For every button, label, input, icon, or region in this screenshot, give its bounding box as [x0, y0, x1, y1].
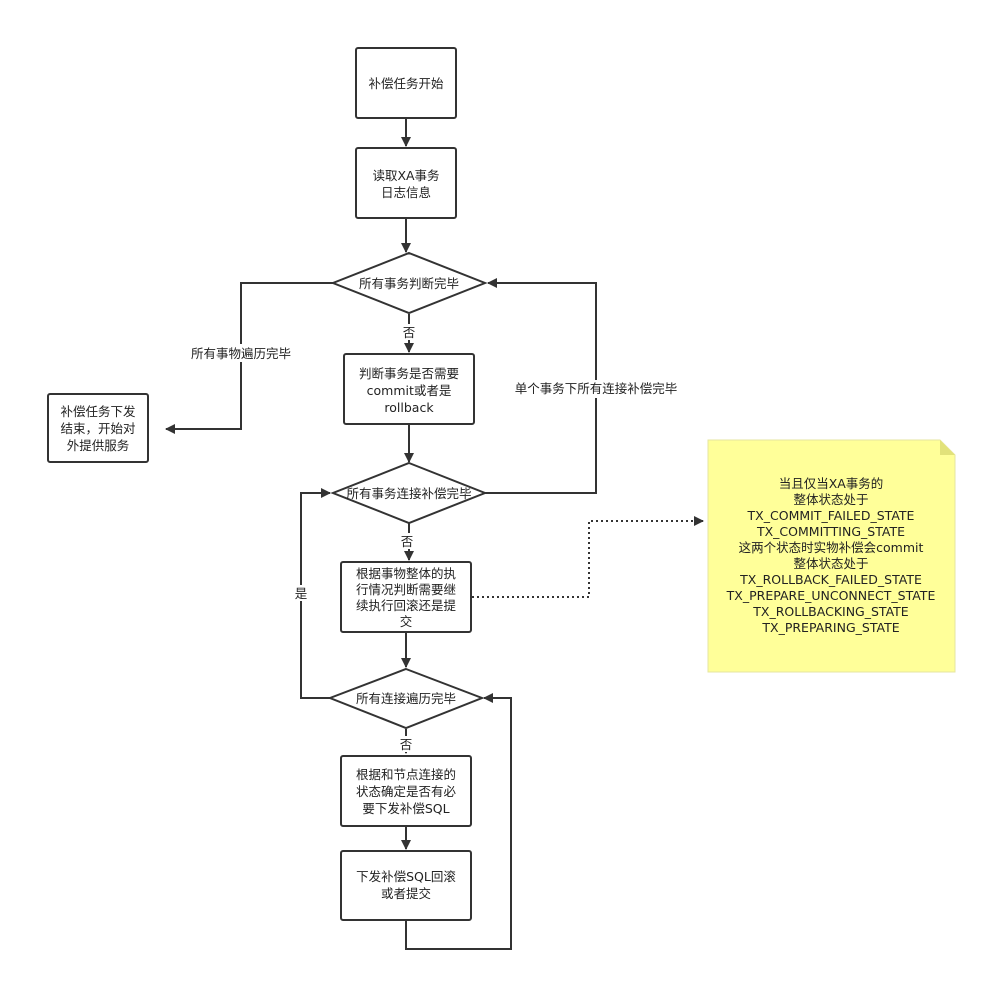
note-line: 整体状态处于 [793, 556, 868, 571]
sticky-note: 当且仅当XA事务的 整体状态处于 TX_COMMIT_FAILED_STATE … [707, 439, 956, 673]
node-send-sql-line: 或者提交 [381, 886, 431, 901]
decision-all-tx-judged: 所有事务判断完毕 [330, 251, 488, 315]
node-judge-commit-line: commit或者是 [367, 383, 452, 398]
note-line: 整体状态处于 [793, 492, 868, 507]
node-read-log: 读取XA事务 日志信息 [355, 147, 457, 219]
edge-label-single-tx-done: 单个事务下所有连接补偿完毕 [515, 381, 678, 396]
node-end-task-line: 结束，开始对 [60, 421, 135, 436]
node-decide-rollback-line: 交 [400, 614, 413, 629]
edge-label-yes: 是 [295, 586, 308, 601]
node-confirm-sql-line: 状态确定是否有必 [356, 784, 457, 799]
node-judge-commit-line: rollback [384, 400, 434, 415]
note-line: TX_COMMIT_FAILED_STATE [747, 508, 915, 523]
node-decide-rollback-line: 行情况判断需要继 [356, 582, 456, 597]
node-decide-rollback-line: 根据事物整体的执 [356, 566, 457, 581]
edge-label-no: 否 [400, 737, 413, 752]
note-line: TX_ROLLBACK_FAILED_STATE [739, 572, 922, 587]
node-confirm-sql: 根据和节点连接的 状态确定是否有必 要下发补偿SQL [340, 755, 472, 827]
node-end-task-line: 外提供服务 [67, 438, 130, 453]
decision-all-tx-conn-done: 所有事务连接补偿完毕 [330, 461, 488, 525]
note-line: 当且仅当XA事务的 [779, 476, 884, 491]
node-send-sql-line: 下发补偿SQL回滚 [356, 869, 456, 884]
note-line: TX_ROLLBACKING_STATE [752, 604, 909, 619]
decision-all-conn-traversed: 所有连接遍历完毕 [327, 667, 485, 730]
edge-send-loop-to-traversed [405, 693, 512, 950]
note-line: TX_PREPARING_STATE [761, 620, 899, 635]
edge-label-no: 否 [401, 534, 414, 549]
edge-label-all-tx-traversed: 所有事物遍历完毕 [191, 346, 291, 361]
node-read-log-line: 日志信息 [381, 185, 431, 200]
node-confirm-sql-line: 要下发补偿SQL [362, 801, 449, 816]
node-start: 补偿任务开始 [355, 47, 457, 119]
note-line: TX_PREPARE_UNCONNECT_STATE [726, 588, 936, 603]
decision-all-tx-conn-done-label: 所有事务连接补偿完毕 [346, 486, 471, 501]
node-judge-commit-line: 判断事务是否需要 [359, 366, 459, 381]
edge-note-connector [472, 516, 704, 598]
node-send-sql: 下发补偿SQL回滚 或者提交 [340, 850, 472, 921]
node-judge-commit: 判断事务是否需要 commit或者是 rollback [343, 353, 475, 425]
note-line: 这两个状态时实物补偿会commit [739, 540, 924, 555]
node-confirm-sql-line: 根据和节点连接的 [356, 767, 456, 782]
node-decide-rollback: 根据事物整体的执 行情况判断需要继 续执行回滚还是提 交 [340, 561, 472, 633]
node-end-task-line: 补偿任务下发 [60, 404, 136, 419]
node-start-label: 补偿任务开始 [368, 76, 444, 91]
decision-all-conn-traversed-label: 所有连接遍历完毕 [356, 691, 456, 706]
node-decide-rollback-line: 续执行回滚还是提 [356, 598, 457, 613]
node-end-task: 补偿任务下发 结束，开始对 外提供服务 [47, 393, 149, 463]
node-read-log-line: 读取XA事务 [372, 168, 439, 183]
edge-label-no: 否 [403, 325, 416, 340]
note-line: TX_COMMITTING_STATE [756, 524, 905, 539]
decision-all-tx-judged-label: 所有事务判断完毕 [359, 276, 459, 291]
